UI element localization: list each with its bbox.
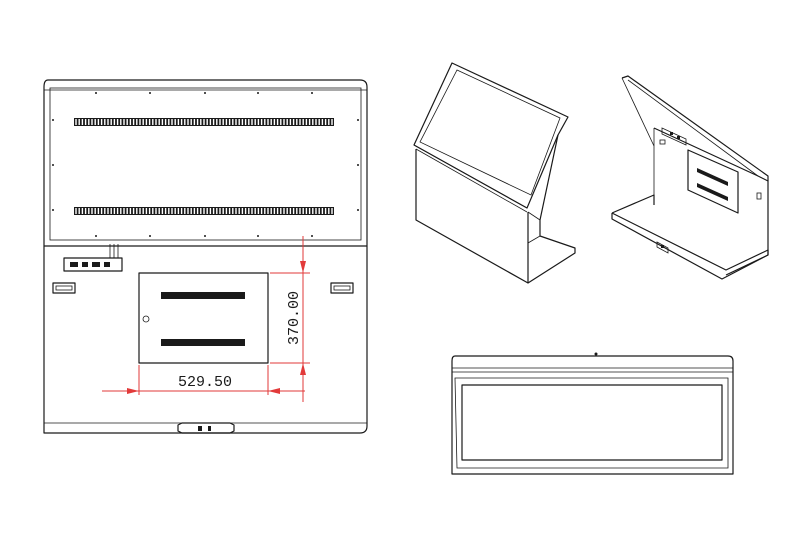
rear-back-panel [653, 127, 769, 276]
rear-perspective-door [687, 149, 739, 214]
front-perspective-view [413, 62, 576, 284]
rear-lower-body [43, 246, 368, 434]
door-lock [142, 315, 150, 323]
door-vent-top [161, 292, 245, 299]
dimension-width-label: 529.50 [178, 374, 232, 391]
io-ports [70, 262, 110, 267]
rear-floor [611, 194, 769, 280]
door-vent-bottom [161, 339, 245, 346]
front-screen-frame [413, 62, 569, 209]
right-handle [330, 282, 354, 294]
top-view-screen [461, 384, 723, 461]
rear-top-panel [43, 79, 368, 247]
dimensions: 529.50 370.00 [102, 236, 310, 402]
dimension-height-label: 370.00 [286, 291, 303, 345]
rear-top-panel-inner [49, 87, 362, 241]
vent-slots [75, 119, 333, 214]
front-body [415, 149, 529, 284]
io-panel [63, 257, 123, 272]
left-handle [52, 282, 76, 294]
access-door [138, 272, 269, 364]
top-view-outer [451, 355, 734, 475]
rear-perspective-io [661, 127, 687, 146]
rear-screws [52, 92, 359, 237]
rear-perspective-view [611, 75, 769, 280]
top-view [451, 352, 734, 475]
rear-view [43, 79, 368, 434]
rear-top-slope [621, 75, 769, 181]
bottom-connector [177, 422, 235, 434]
